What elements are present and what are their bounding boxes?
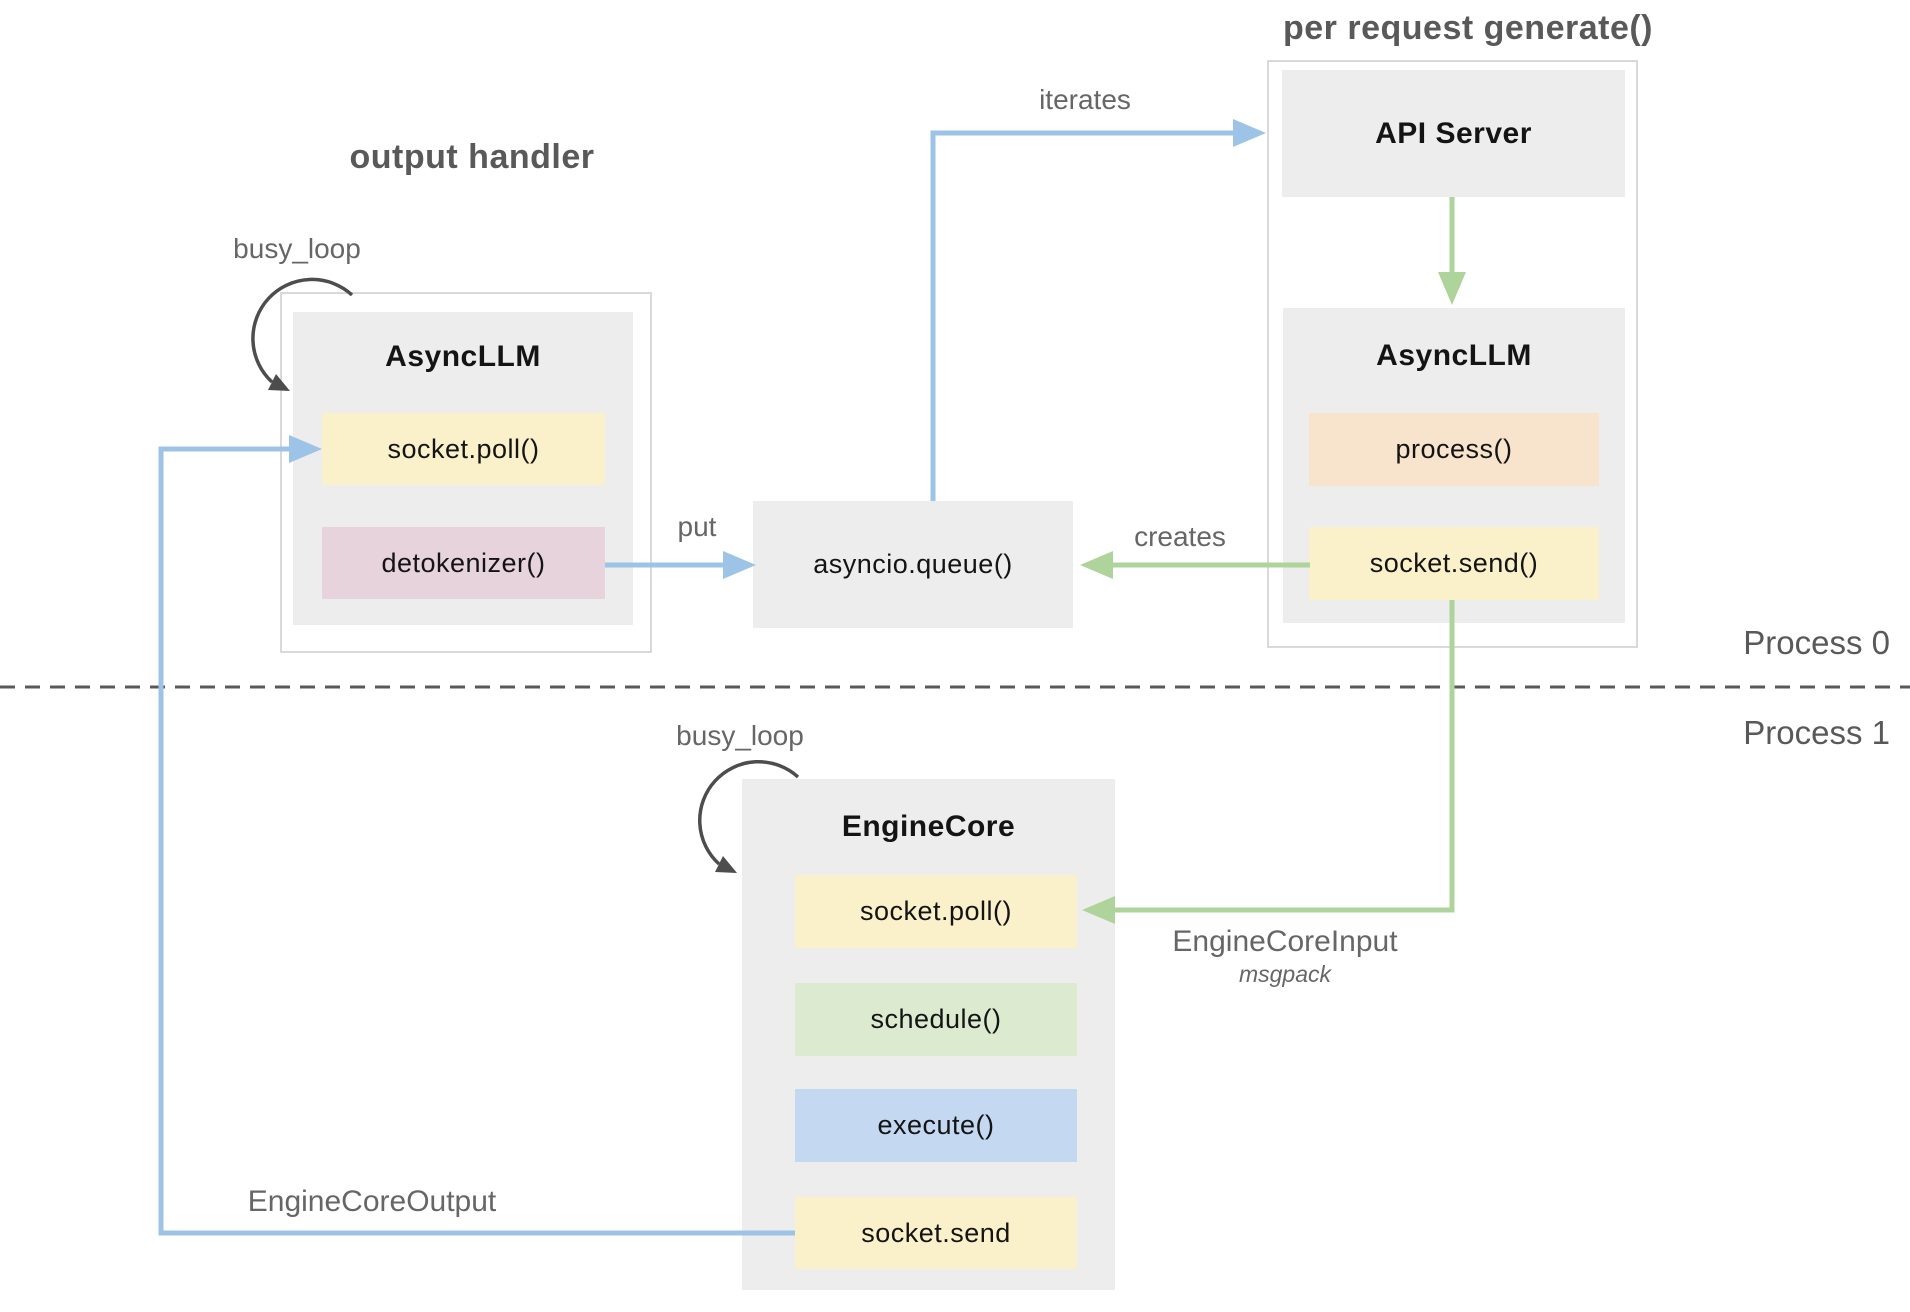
put-label: put: [677, 511, 717, 542]
per-request-process-box: process(): [1309, 413, 1599, 486]
asyncio-queue-box: asyncio.queue(): [753, 501, 1073, 628]
creates-arrowhead-icon: [1080, 551, 1113, 579]
busy-loop-label-top: busy_loop: [233, 233, 361, 264]
engine-core-socket-send-box: socket.send: [795, 1197, 1077, 1269]
iterates-label: iterates: [1039, 84, 1131, 115]
per-request-asyncllm-title: AsyncLLM: [1376, 339, 1532, 372]
engine-core-execute-box: execute(): [795, 1089, 1077, 1162]
engine-core-output-label: EngineCoreOutput: [247, 1185, 497, 1218]
engine-core-input-label: EngineCoreInput: [1172, 925, 1398, 958]
output-handler-title: output handler: [349, 137, 595, 176]
per-request-generate-title: per request generate(): [1283, 8, 1653, 47]
iterates-arrowhead-icon: [1233, 119, 1266, 147]
api-server-box: API Server: [1282, 70, 1625, 197]
process-0-label: Process 0: [1743, 624, 1890, 661]
msgpack-label: msgpack: [1238, 960, 1332, 987]
output-handler-detokenizer-box: detokenizer(): [322, 527, 605, 599]
iterates-arrow-line: [930, 130, 1233, 501]
put-arrowhead-icon: [723, 551, 756, 579]
engine-core-socket-poll-box: socket.poll(): [795, 875, 1077, 948]
output-handler-asyncllm-title: AsyncLLM: [385, 340, 541, 373]
engine-core-schedule-box: schedule(): [795, 983, 1077, 1056]
output-handler-socket-poll-box: socket.poll(): [322, 413, 605, 485]
process-1-label: Process 1: [1743, 714, 1890, 751]
creates-label: creates: [1134, 521, 1226, 552]
per-request-socket-send-box: socket.send(): [1309, 527, 1599, 600]
busy-loop-label-bottom: busy_loop: [676, 720, 804, 751]
engine-core-title: EngineCore: [841, 810, 1016, 843]
busy-loop-arrowhead-bottom-icon: [715, 856, 737, 873]
